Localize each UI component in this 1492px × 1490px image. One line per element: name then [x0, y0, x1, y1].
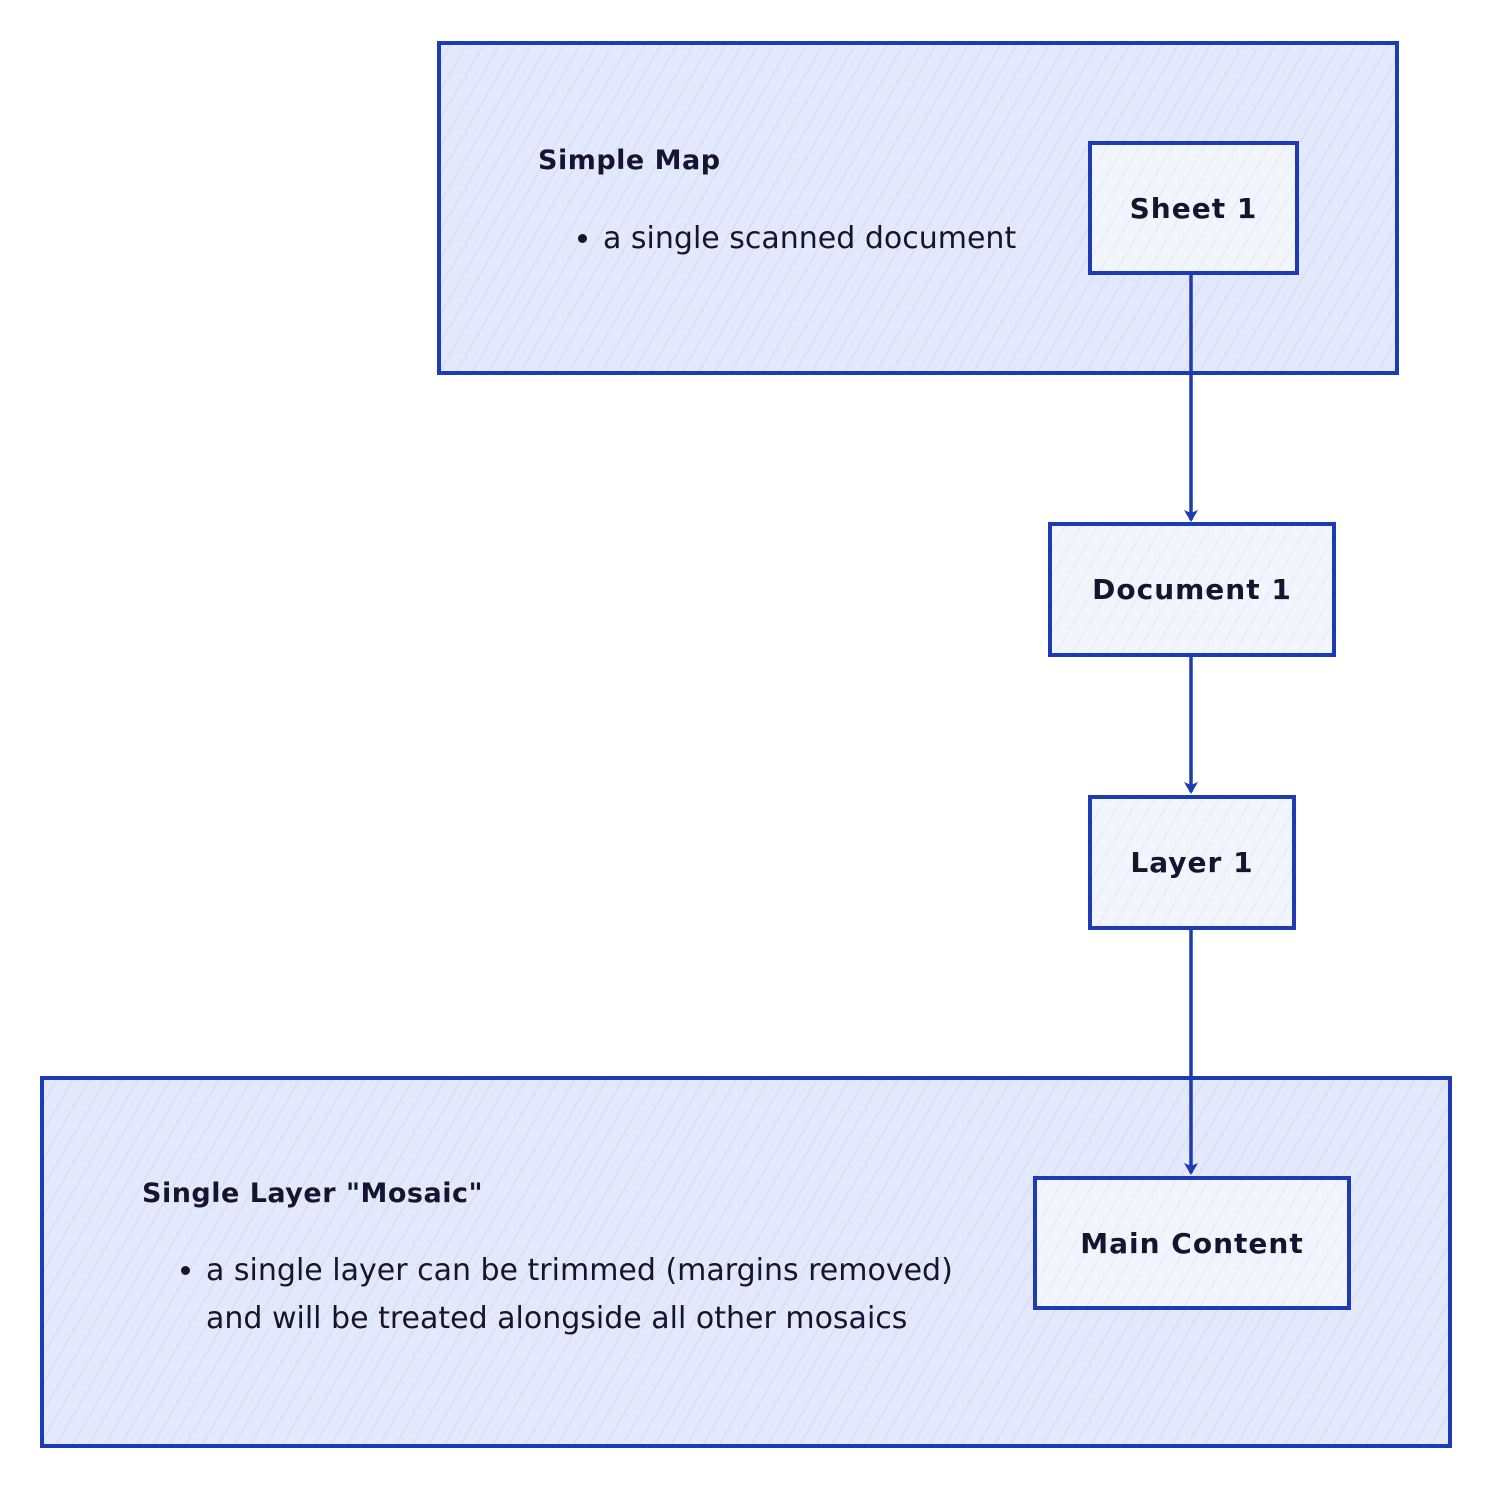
- node-main-content[interactable]: Main Content: [1033, 1176, 1351, 1310]
- group-simple-map-title: Simple Map: [538, 145, 721, 176]
- node-document-label: Document 1: [1092, 573, 1292, 606]
- node-layer-label: Layer 1: [1130, 846, 1254, 879]
- node-sheet-label: Sheet 1: [1129, 191, 1258, 225]
- group-simple-map-bullets: a single scanned document: [569, 215, 1073, 263]
- node-main-content-label: Main Content: [1080, 1226, 1304, 1260]
- bullet-item: a single scanned document: [603, 215, 1073, 263]
- group-single-layer-mosaic-title: Single Layer "Mosaic": [142, 1178, 484, 1209]
- node-sheet[interactable]: Sheet 1: [1088, 141, 1299, 275]
- group-single-layer-mosaic-bullets: a single layer can be trimmed (margins r…: [172, 1247, 1006, 1343]
- bullet-item: a single layer can be trimmed (margins r…: [206, 1247, 1006, 1343]
- node-layer[interactable]: Layer 1: [1088, 795, 1296, 930]
- node-document[interactable]: Document 1: [1048, 522, 1336, 657]
